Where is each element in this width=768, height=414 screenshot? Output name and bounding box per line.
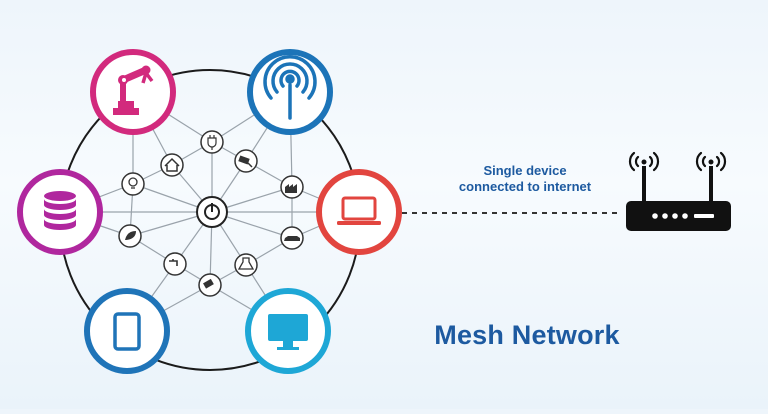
diagram-title: Mesh Network bbox=[434, 320, 620, 350]
inner-node-camera bbox=[234, 149, 258, 173]
monitor-node bbox=[245, 288, 331, 374]
tablet-icon bbox=[113, 312, 141, 351]
database-icon bbox=[44, 191, 76, 230]
inner-node-plug bbox=[200, 130, 224, 154]
inner-node-lightbulb bbox=[121, 172, 145, 196]
caption-line-1: Single device bbox=[483, 163, 567, 178]
antenna-icon bbox=[263, 55, 317, 120]
connection-caption: Single device connected to internet bbox=[420, 163, 630, 195]
inner-node-center-hub bbox=[196, 196, 228, 228]
inner-node-home bbox=[160, 153, 184, 177]
laptop-icon bbox=[337, 196, 381, 225]
robot-node bbox=[90, 49, 176, 135]
database-node bbox=[17, 169, 103, 255]
inner-node-drill bbox=[198, 273, 222, 297]
robot-arm-icon bbox=[113, 65, 154, 115]
inner-node-car bbox=[280, 226, 304, 250]
inner-node-factory bbox=[280, 175, 304, 199]
caption-line-2: connected to internet bbox=[458, 179, 592, 194]
tablet-node bbox=[84, 288, 170, 374]
inner-node-leaf bbox=[118, 224, 142, 248]
monitor-icon bbox=[268, 314, 308, 350]
laptop-node bbox=[316, 169, 402, 255]
inner-node-flask bbox=[234, 253, 258, 277]
inner-node-faucet bbox=[163, 252, 187, 276]
wifi-router-icon bbox=[626, 151, 731, 231]
antenna-node bbox=[247, 49, 333, 135]
